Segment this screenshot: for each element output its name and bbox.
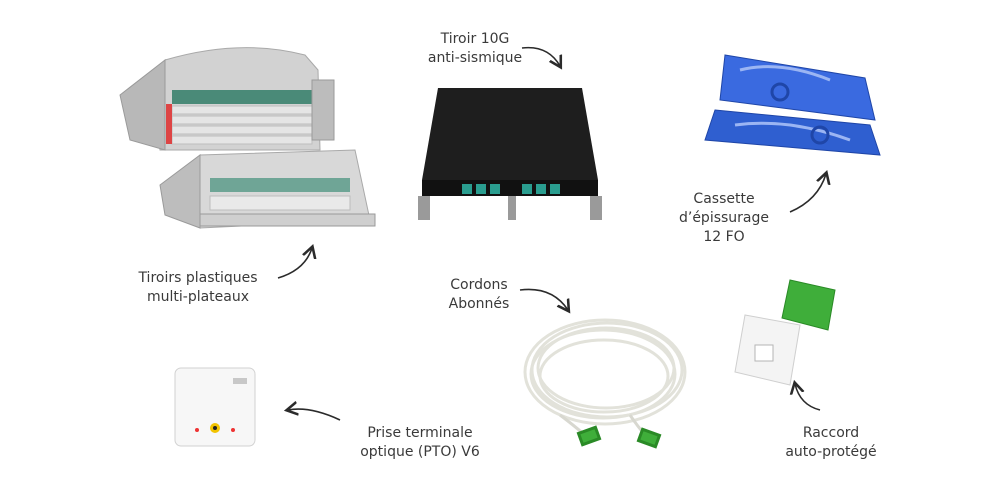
label-cassette: Cassette d’épissurage 12 FO bbox=[664, 190, 784, 247]
label-line: Abonnés bbox=[448, 296, 510, 312]
label-line: Prise terminale bbox=[367, 425, 473, 441]
label-line: Tiroirs plastiques bbox=[138, 270, 258, 286]
splice-cassette-image bbox=[704, 54, 881, 156]
label-line: Tiroir 10G bbox=[440, 31, 510, 47]
pto-outlet-image bbox=[174, 367, 256, 447]
label-line: optique (PTO) V6 bbox=[360, 444, 480, 460]
label-pto: Prise terminale optique (PTO) V6 bbox=[340, 424, 500, 462]
label-tiroirs-plastiques: Tiroirs plastiques multi-plateaux bbox=[118, 269, 278, 307]
adapter-image bbox=[734, 279, 836, 386]
patch-cord-image bbox=[523, 318, 687, 449]
label-line: multi-plateaux bbox=[146, 289, 250, 305]
label-line: anti-sismique bbox=[427, 50, 523, 66]
curved-arrow-icon bbox=[277, 46, 826, 421]
label-raccord: Raccord auto-protégé bbox=[776, 424, 886, 462]
label-cordons: Cordons Abonnés bbox=[434, 276, 524, 314]
10g-drawer-image bbox=[418, 88, 602, 220]
label-line: Cordons bbox=[450, 277, 508, 293]
label-tiroir-10g: Tiroir 10G anti-sismique bbox=[420, 30, 530, 68]
label-line: auto-protégé bbox=[785, 444, 877, 460]
label-line: Raccord bbox=[802, 425, 860, 441]
label-line: 12 FO bbox=[703, 229, 745, 245]
label-line: d’épissurage bbox=[678, 210, 770, 226]
label-line: Cassette bbox=[693, 191, 755, 207]
plastic-drawers-image bbox=[119, 47, 376, 229]
